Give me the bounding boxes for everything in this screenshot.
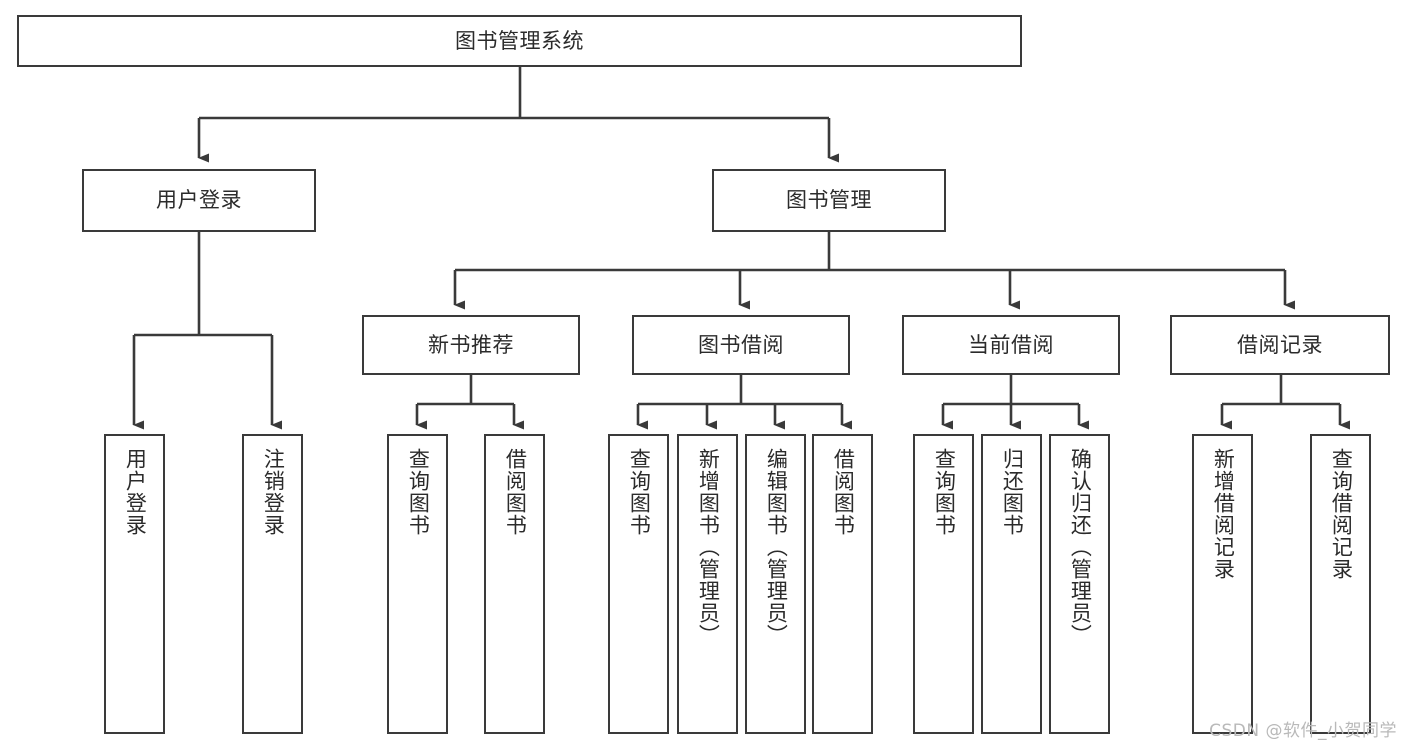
node-leaf-label: 确认归还（管理员）	[1068, 448, 1093, 646]
node-root-label: 图书管理系统	[455, 28, 584, 53]
node-leaf-label: 新增借阅记录	[1211, 448, 1236, 580]
node-book-borrow[interactable]: 图书借阅	[632, 315, 850, 375]
node-leaf-current-borrow-confirm[interactable]: 确认归还（管理员）	[1049, 434, 1110, 734]
node-book-management[interactable]: 图书管理	[712, 169, 946, 232]
node-current-borrow[interactable]: 当前借阅	[902, 315, 1120, 375]
node-leaf-book-borrow-add[interactable]: 新增图书（管理员）	[677, 434, 738, 734]
node-borrow-record-label: 借阅记录	[1237, 332, 1323, 357]
node-leaf-label: 借阅图书	[503, 448, 528, 536]
node-current-borrow-label: 当前借阅	[968, 332, 1054, 357]
node-book-management-label: 图书管理	[786, 188, 872, 213]
node-leaf-label: 查询图书	[932, 448, 957, 536]
node-leaf-borrow-record-query[interactable]: 查询借阅记录	[1310, 434, 1371, 734]
node-leaf-label: 归还图书	[1000, 448, 1025, 536]
node-new-book-recommend[interactable]: 新书推荐	[362, 315, 580, 375]
node-leaf-borrow-record-add[interactable]: 新增借阅记录	[1192, 434, 1253, 734]
node-leaf-label: 查询借阅记录	[1329, 448, 1354, 580]
node-leaf-book-borrow-query[interactable]: 查询图书	[608, 434, 669, 734]
node-leaf-new-book-query[interactable]: 查询图书	[387, 434, 448, 734]
node-leaf-label: 编辑图书（管理员）	[764, 448, 789, 646]
node-leaf-label: 查询图书	[627, 448, 652, 536]
node-leaf-label: 注销登录	[261, 448, 286, 536]
node-leaf-current-borrow-query[interactable]: 查询图书	[913, 434, 974, 734]
node-leaf-current-borrow-return[interactable]: 归还图书	[981, 434, 1042, 734]
node-leaf-user-login-login[interactable]: 用户登录	[104, 434, 165, 734]
node-borrow-record[interactable]: 借阅记录	[1170, 315, 1390, 375]
node-leaf-book-borrow-borrow[interactable]: 借阅图书	[812, 434, 873, 734]
node-leaf-new-book-borrow[interactable]: 借阅图书	[484, 434, 545, 734]
node-leaf-label: 用户登录	[123, 448, 148, 536]
node-leaf-book-borrow-edit[interactable]: 编辑图书（管理员）	[745, 434, 806, 734]
node-leaf-label: 新增图书（管理员）	[696, 448, 721, 646]
node-book-borrow-label: 图书借阅	[698, 332, 784, 357]
node-leaf-label: 借阅图书	[831, 448, 856, 536]
node-user-login-label: 用户登录	[156, 188, 242, 213]
node-user-login[interactable]: 用户登录	[82, 169, 316, 232]
node-leaf-user-login-logout[interactable]: 注销登录	[242, 434, 303, 734]
node-root[interactable]: 图书管理系统	[17, 15, 1022, 67]
node-leaf-label: 查询图书	[406, 448, 431, 536]
node-new-book-recommend-label: 新书推荐	[428, 332, 514, 357]
